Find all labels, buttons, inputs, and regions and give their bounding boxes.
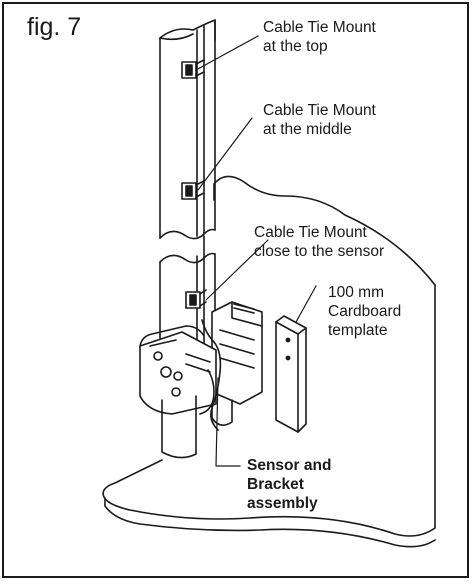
sensor-housing — [139, 325, 217, 459]
callout-assembly-line-1: Sensor and — [247, 457, 332, 474]
callout-template-line-2: Cardboard — [328, 303, 402, 320]
leader-template — [295, 285, 317, 323]
callout-template-line-1: 100 mm — [328, 284, 384, 301]
cardboard-template — [275, 315, 307, 433]
cable-tie-mount-top — [181, 59, 205, 79]
leader-top — [195, 35, 259, 71]
callout-assembly-line-3: assembly — [247, 495, 318, 512]
figure-label: fig. 7 — [27, 13, 82, 41]
leader-assembly — [215, 377, 241, 467]
callout-top-line-2: at the top — [263, 38, 328, 55]
leader-sensor — [205, 239, 269, 301]
leader-lines — [195, 35, 317, 467]
cable-tie-mount-middle — [181, 180, 205, 200]
callout-sensor-line-1: Cable Tie Mount — [254, 224, 367, 241]
leader-middle — [197, 117, 253, 191]
sensor-bracket — [211, 301, 263, 426]
callout-template-line-3: template — [328, 322, 388, 339]
callout-middle-line-1: Cable Tie Mount — [263, 102, 376, 119]
callout-sensor-line-2: close to the sensor — [254, 243, 385, 260]
sensor-cable — [201, 235, 222, 431]
cable-tie-mount-sensor — [185, 289, 207, 309]
callout-assembly-line-2: Bracket — [247, 476, 304, 493]
callout-top-line-1: Cable Tie Mount — [263, 19, 376, 36]
figure-frame — [2, 2, 469, 578]
callout-middle-line-2: at the middle — [263, 121, 352, 138]
wall-panel — [213, 175, 436, 286]
base-plate — [102, 284, 436, 537]
